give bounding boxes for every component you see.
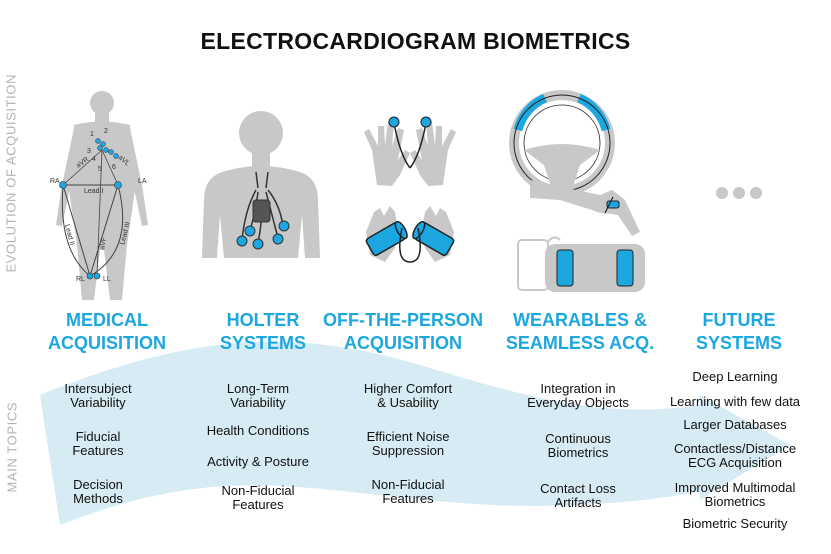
label-lead1: Lead I bbox=[84, 188, 104, 195]
topic-item: Biometric Security bbox=[682, 516, 788, 531]
label-num-6: 6 bbox=[112, 164, 116, 171]
label-num-3: 3 bbox=[87, 148, 91, 155]
topic-item: Health Conditions bbox=[206, 423, 310, 438]
column-title-holter: HOLTER SYSTEMS bbox=[219, 310, 307, 353]
column-title-future: FUTURE SYSTEMS bbox=[695, 310, 783, 353]
label-num-2: 2 bbox=[104, 128, 108, 135]
topic-item: Learning with few data bbox=[669, 394, 801, 409]
column-title-wearables: WEARABLES & SEAMLESS ACQ. bbox=[505, 310, 655, 353]
off-the-person-hands-figure bbox=[364, 116, 456, 263]
label-rl: RL bbox=[76, 276, 85, 283]
ellipsis-icon bbox=[716, 187, 762, 199]
label-num-1: 1 bbox=[90, 131, 94, 138]
medical-body-figure: 1 2 3 4 5 6 RA LA RL LL aVR aVL aVF Lead… bbox=[50, 91, 148, 300]
label-lead2: Lead II bbox=[63, 224, 75, 247]
label-num-4: 4 bbox=[92, 156, 96, 163]
label-ll: LL bbox=[103, 276, 111, 283]
label-avf: aVF bbox=[99, 236, 108, 250]
topic-item: Higher Comfort& Usability bbox=[363, 381, 453, 410]
side-label-evolution: EVOLUTION OF ACQUISITION bbox=[3, 73, 19, 273]
page-title: ELECTROCARDIOGRAM BIOMETRICS bbox=[200, 28, 631, 54]
topic-item: Activity & Posture bbox=[207, 454, 309, 469]
label-la: LA bbox=[138, 178, 147, 185]
column-title-medical: MEDICAL ACQUISITION bbox=[47, 310, 166, 353]
topic-item: Larger Databases bbox=[683, 417, 787, 432]
holter-torso-figure bbox=[202, 111, 320, 258]
column-title-off-the-person: OFF-THE-PERSON ACQUISITION bbox=[323, 310, 483, 353]
label-ra: RA bbox=[50, 178, 60, 185]
topic-item: Deep Learning bbox=[692, 369, 778, 384]
label-num-5: 5 bbox=[98, 166, 102, 173]
progress-arrow bbox=[40, 341, 790, 525]
wearables-figure bbox=[509, 90, 645, 292]
